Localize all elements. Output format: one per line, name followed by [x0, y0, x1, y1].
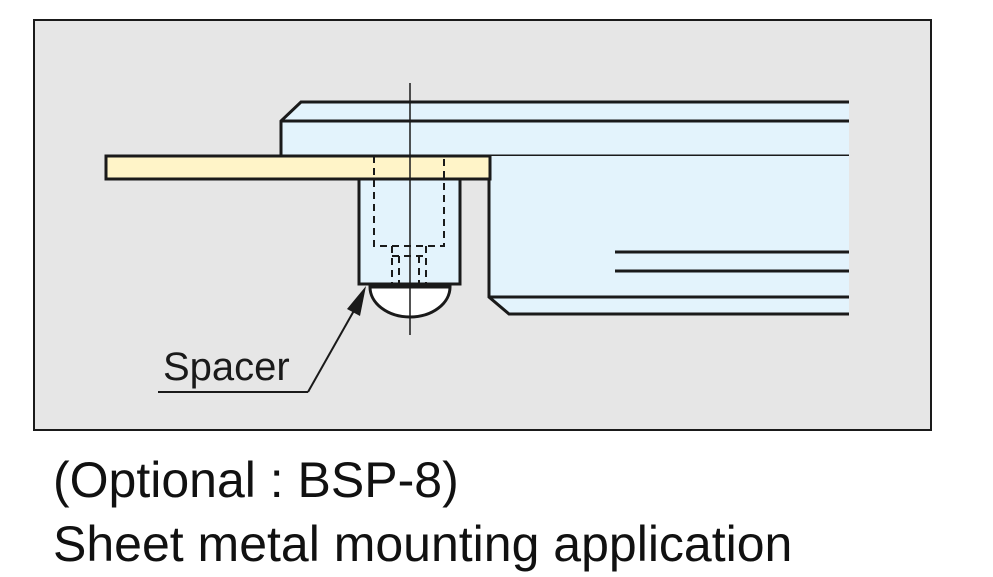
sheet-metal-plate	[104, 154, 492, 181]
upper-rail-member	[281, 102, 849, 156]
caption-application: Sheet metal mounting application	[53, 516, 793, 572]
spacer-arrowhead	[347, 286, 366, 316]
upper-rail-outline	[279, 100, 849, 156]
hidden-screw-lines	[373, 156, 445, 284]
spacer-leader-line	[307, 299, 361, 393]
lower-rail-member	[489, 156, 849, 314]
caption-product-code: (Optional : BSP-8)	[53, 452, 459, 508]
spacer-label: Spacer	[163, 345, 290, 389]
lower-rail-outline	[487, 156, 849, 316]
